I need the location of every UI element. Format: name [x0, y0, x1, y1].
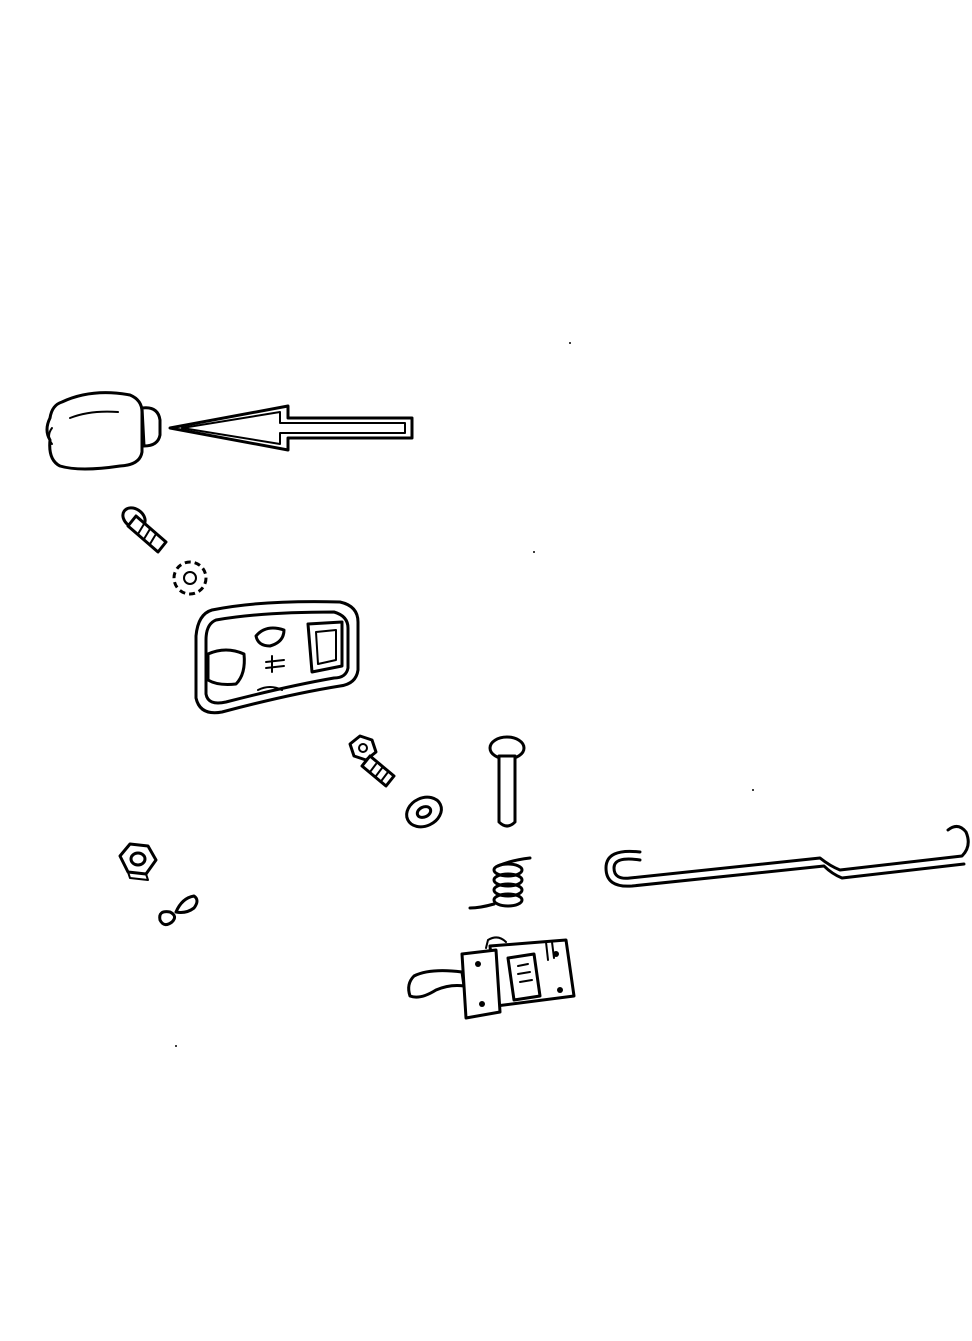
- handle-bezel: [194, 600, 360, 715]
- latch-mechanism: [407, 936, 576, 1020]
- knob-cap: [45, 391, 162, 471]
- indicator-arrow: [168, 404, 414, 452]
- hex-nut: [118, 842, 158, 881]
- screw: [121, 506, 168, 554]
- clip: [158, 894, 199, 927]
- scan-specks: [175, 342, 754, 1047]
- pivot-pin: [488, 735, 526, 828]
- latch-rod: [604, 825, 970, 888]
- flat-washer: [405, 795, 443, 829]
- coil-spring: [468, 856, 532, 910]
- hex-bolt: [348, 734, 396, 788]
- lock-washer: [172, 560, 208, 596]
